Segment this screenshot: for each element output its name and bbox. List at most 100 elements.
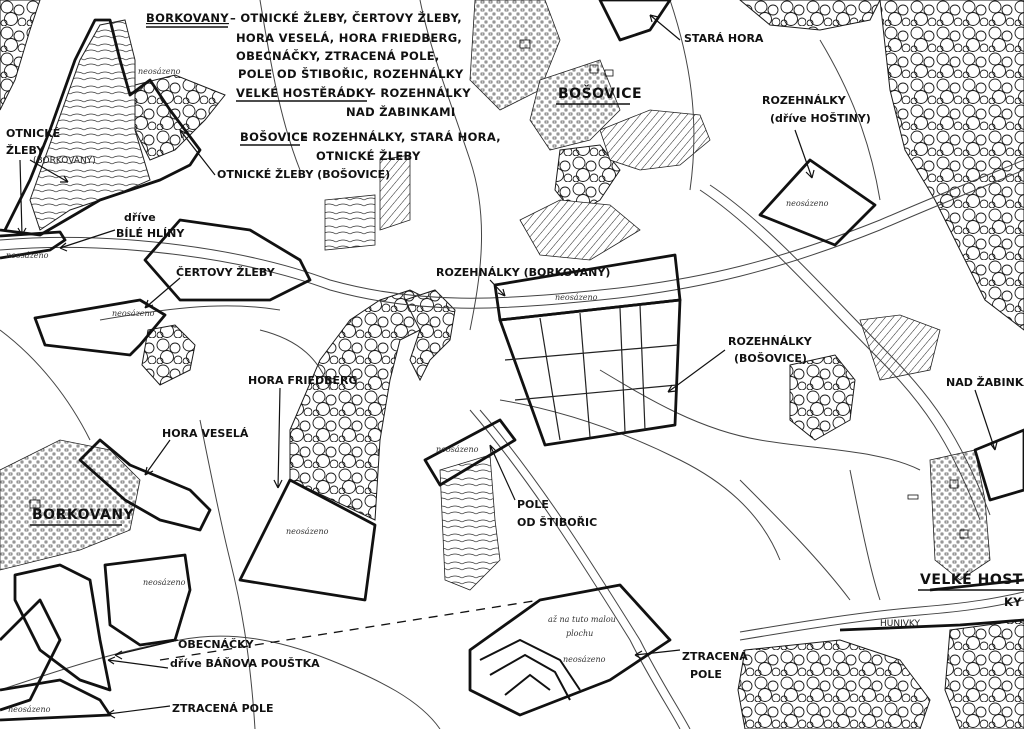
track-certovy bbox=[99, 305, 281, 321]
arrow-rozehnalky-bosovice bbox=[667, 349, 726, 393]
label-pole-od-stiboric-1: POLE bbox=[517, 498, 549, 511]
forest-south-east bbox=[737, 639, 931, 729]
note-neosazeno-9: neosázeno bbox=[8, 705, 51, 714]
hatched-bosovice-south bbox=[519, 199, 641, 261]
subdivision-line bbox=[619, 307, 626, 433]
wood-north-west bbox=[0, 0, 41, 111]
road-south bbox=[479, 409, 691, 729]
track-central bbox=[499, 399, 781, 561]
label-hora-vesela: HORA VESELÁ bbox=[162, 427, 249, 440]
label-nad-zabinkami: NAD ŽABINKAMI bbox=[946, 376, 1024, 389]
forest-friedberg-tip bbox=[404, 289, 456, 382]
arrow-otnicke-bosovice bbox=[179, 129, 216, 176]
legend-line-4: POLE OD ŠTIBOŘIC, ROZEHNÁLKY bbox=[238, 66, 464, 81]
field-ztracena-pole bbox=[468, 583, 672, 717]
legend-place-borkovany: BORKOVANY bbox=[146, 11, 229, 25]
legend-line-8: OTNICKÉ ŽLEBY bbox=[316, 148, 421, 163]
leader-arrows bbox=[17, 14, 998, 719]
wood-islet bbox=[789, 354, 856, 441]
label-rozehnalky-bosovice-sub: (BOŠOVICE) bbox=[734, 352, 807, 365]
legend-line-3: OBECNÁČKY, ZTRACENÁ POLE, bbox=[236, 48, 440, 63]
road-north bbox=[259, 0, 301, 171]
label-otnicke-zleby-left: OTNICKÉ bbox=[6, 127, 60, 140]
field-center-west-outline bbox=[143, 218, 312, 302]
arrow-certovy bbox=[144, 277, 181, 309]
label-hunivky: HUNIVKY bbox=[880, 619, 920, 629]
label-obecnacky: OBECNÁČKY bbox=[178, 638, 255, 651]
label-otnicke-zleby-left-sub: (BORKOVANY) bbox=[33, 156, 96, 166]
village-velke-hosteradky-suffix: KY bbox=[1004, 595, 1022, 609]
village-velke-hosteradky: VELKÉ HOSTĚRÁD bbox=[920, 571, 1024, 588]
arrow-obecnacky bbox=[114, 639, 179, 660]
track-west bbox=[259, 329, 331, 391]
building-squares bbox=[29, 39, 969, 539]
small-terrace bbox=[324, 194, 376, 251]
track-northeast bbox=[819, 39, 881, 201]
subdivision-line bbox=[514, 384, 678, 401]
label-otnicke-zleby-bosovice: OTNICKÉ ŽLEBY (BOŠOVICE) bbox=[217, 168, 390, 181]
road-bosovice-east bbox=[669, 0, 695, 191]
road-field-east bbox=[599, 369, 921, 471]
road-central-ns bbox=[199, 419, 256, 729]
field-stara-hora bbox=[598, 0, 672, 42]
label-certovy-zleby: ČERTOVY ŽLEBY bbox=[176, 266, 276, 279]
building bbox=[907, 494, 919, 500]
note-neosazeno-7: neosázeno bbox=[786, 199, 829, 208]
legend-line-7: – ROZEHNÁLKY, STARÁ HORA, bbox=[302, 129, 501, 144]
road-main-ew bbox=[0, 159, 1024, 299]
wood-bosovice bbox=[554, 144, 621, 216]
field-notes: neosázeno neosázeno neosázeno neosázeno … bbox=[6, 67, 829, 714]
field-otnicke-zleby-borkovany bbox=[0, 18, 202, 237]
building bbox=[519, 39, 531, 49]
building bbox=[29, 499, 41, 509]
field-certovy-zleby bbox=[33, 298, 167, 357]
building bbox=[949, 479, 959, 489]
label-rozehnalky-bosovice: ROZEHNÁLKY bbox=[728, 335, 813, 348]
road-hunivky bbox=[739, 599, 1024, 641]
forest-south-east-2 bbox=[944, 619, 1024, 729]
hatched-bosovice bbox=[599, 109, 711, 171]
road-east bbox=[699, 189, 981, 521]
building bbox=[589, 64, 599, 74]
arrow-nad-zabinkami bbox=[974, 389, 998, 451]
label-stara-hora: STARÁ HORA bbox=[684, 32, 764, 45]
road-borkovany-north bbox=[0, 329, 91, 441]
field-borkovany-sw bbox=[0, 598, 62, 712]
legend-place-velke-hosteradky: VELKÉ HOSTĚRÁDKY bbox=[236, 85, 374, 100]
legend-place-bosovice: BOŠOVICE bbox=[240, 129, 308, 144]
arrow-hora-vesela bbox=[144, 439, 171, 476]
village-borkovany-houses bbox=[0, 439, 141, 571]
label-ztracena-pole-right-1: ZTRACENÁ bbox=[682, 650, 748, 663]
building bbox=[604, 69, 614, 77]
field-nad-zabinkami bbox=[973, 428, 1024, 502]
legend-line-2: HORA VESELÁ, HORA FRIEDBERG, bbox=[236, 30, 462, 45]
dashed-link bbox=[159, 599, 541, 661]
building bbox=[59, 509, 71, 519]
subdivision-line bbox=[579, 312, 591, 438]
note-neosazeno-8: neosázeno bbox=[143, 578, 186, 587]
road-south-2 bbox=[469, 409, 681, 729]
label-pole-od-stiboric-2: OD ŠTIBOŘIC bbox=[517, 516, 597, 529]
village-bosovice: BOŠOVICE bbox=[558, 84, 642, 102]
field-obecnacky bbox=[103, 553, 192, 647]
boundary-velke-hosteradky bbox=[929, 578, 1024, 592]
village-names: BOŠOVICE BORKOVANY VELKÉ HOSTĚRÁD KY bbox=[30, 84, 1024, 609]
label-ztracena-pole-right-2: POLE bbox=[690, 668, 722, 681]
rozehnalky-bosovice-subdivisions bbox=[504, 304, 679, 441]
legend-line-6: NAD ŽABINKAMI bbox=[346, 104, 455, 119]
note-neosazeno-10: neosázeno bbox=[563, 655, 606, 664]
road-hunivky-2 bbox=[739, 591, 1024, 633]
arrow-rozehnalky-borkovany bbox=[489, 279, 506, 297]
field-rozehnalky-hostiny bbox=[758, 158, 877, 247]
subdivision-line bbox=[539, 317, 561, 441]
arrow-stiboric bbox=[489, 444, 516, 501]
legend: BORKOVANY – OTNICKÉ ŽLEBY, ČERTOVY ŽLEBY… bbox=[146, 10, 501, 163]
village-bosovice-houses bbox=[529, 59, 621, 151]
label-bile-hliny-1: dříve bbox=[124, 211, 156, 224]
forest-north bbox=[739, 0, 881, 31]
note-az-na-tuto: až na tuto malou bbox=[548, 615, 616, 624]
